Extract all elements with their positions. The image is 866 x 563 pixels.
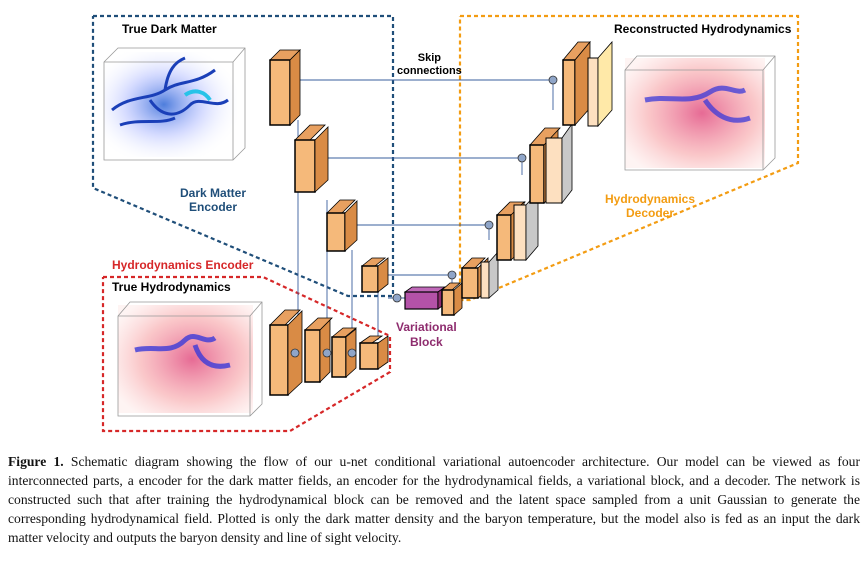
dm-encoder-layer-3 <box>326 199 358 252</box>
decoder-layer-3 <box>484 190 539 262</box>
architecture-diagram <box>91 14 800 433</box>
variational-block-label: Variational Block <box>396 320 457 349</box>
dm-encoder-layer-4 <box>360 257 389 293</box>
architecture-figure: True Dark Matter Dark Matter Encoder Hyd… <box>91 14 800 433</box>
caption-label: Figure 1. <box>8 454 64 469</box>
hydro-decoder-label: Hydrodynamics Decoder <box>605 192 696 220</box>
hydro-concat-nodes <box>290 348 357 358</box>
caption-text: Schematic diagram showing the flow of ou… <box>8 454 861 545</box>
decoder-outline <box>458 14 800 302</box>
hydro-encoder-layer-2 <box>303 317 333 383</box>
hydro-encoder-outline <box>101 275 392 433</box>
figure-caption: Figure 1. Schematic diagram showing the … <box>8 452 860 547</box>
decoder-layer-2 <box>447 250 499 299</box>
true-dark-matter-label: True Dark Matter <box>122 22 217 36</box>
dm-encoder-layer-2 <box>294 124 329 193</box>
decoder-layer-4 <box>517 122 573 205</box>
hydro-input-cube <box>117 301 263 417</box>
dark-matter-cube <box>103 47 246 161</box>
hydro-encoder-layer-4 <box>358 335 389 370</box>
decoder-layer-5 <box>548 40 613 128</box>
true-hydro-label: True Hydrodynamics <box>112 280 231 294</box>
skip-connections-label: Skip connections <box>397 52 462 77</box>
hydro-encoder-layer-1 <box>269 309 303 396</box>
dark-matter-encoder-outline <box>91 14 395 298</box>
hydro-encoder-label: Hydrodynamics Encoder <box>112 258 254 272</box>
reconstructed-cube <box>624 55 776 171</box>
reconstructed-label: Reconstructed Hydrodynamics <box>614 22 792 36</box>
dm-encoder-layer-1 <box>269 49 301 126</box>
decoder-layer-1 <box>440 282 463 316</box>
dark-matter-encoder-label: Dark Matter Encoder <box>180 186 247 214</box>
